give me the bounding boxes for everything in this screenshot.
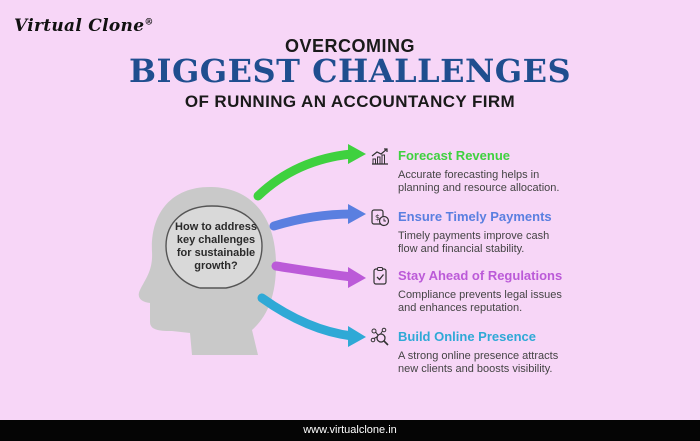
item-title: Forecast Revenue xyxy=(398,148,510,163)
brand-name: Virtual Clone xyxy=(14,16,145,36)
item-title: Ensure Timely Payments xyxy=(398,209,552,224)
svg-text:$: $ xyxy=(375,213,380,222)
central-question: How to address key challenges for sustai… xyxy=(175,221,257,272)
arrow-green xyxy=(253,144,366,201)
clipboard-check-icon xyxy=(373,267,387,285)
footer-url[interactable]: www.virtualclone.in xyxy=(303,424,397,436)
item-title: Stay Ahead of Regulations xyxy=(398,268,563,283)
growth-chart-icon xyxy=(371,148,388,165)
heading-line-3: OF RUNNING AN ACCOUNTANCY FIRM xyxy=(184,92,516,111)
item-title: Build Online Presence xyxy=(398,329,536,344)
registered-mark: ® xyxy=(144,17,154,28)
item-description: Compliance prevents legal issues and enh… xyxy=(398,289,562,314)
brand-logo: Virtual Clone® xyxy=(14,16,154,36)
heading-line-2: BIGGEST CHALLENGES xyxy=(128,52,572,90)
heading-line-1: OVERCOMING xyxy=(284,36,415,56)
footer-bar: www.virtualclone.in xyxy=(0,420,700,441)
arrow-purple xyxy=(271,261,366,288)
arrow-blue xyxy=(269,204,366,231)
item-description: Accurate forecasting helps in planning a… xyxy=(398,169,560,194)
arrow-cyan xyxy=(257,293,366,347)
payment-clock-icon: $ xyxy=(371,209,390,227)
item-description: Timely payments improve cash flow and fi… xyxy=(398,230,550,255)
network-search-icon xyxy=(370,327,389,346)
item-description: A strong online presence attracts new cl… xyxy=(398,350,559,375)
brain-outline xyxy=(165,205,263,289)
